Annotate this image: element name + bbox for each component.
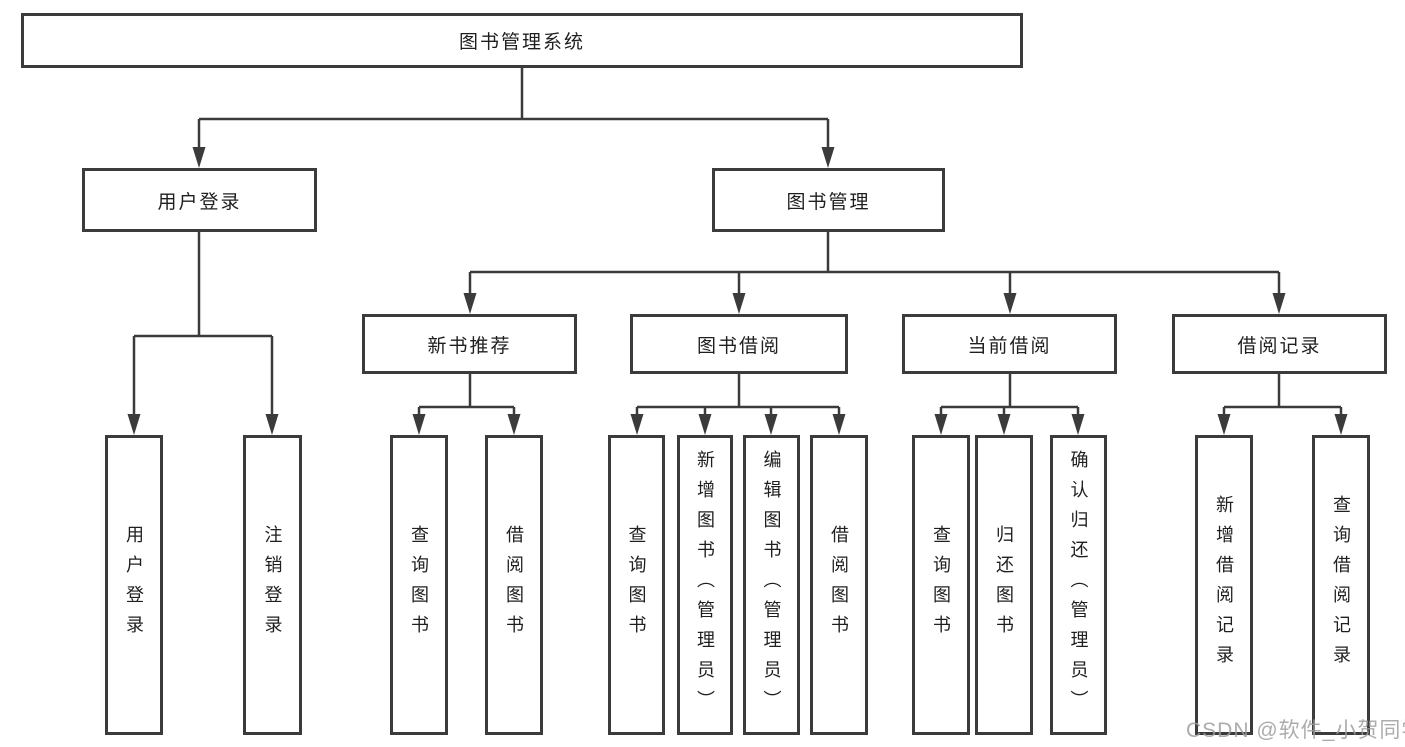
- arrowhead: [698, 414, 712, 435]
- leaf-add-borrow-record-label: 新增借阅记录: [1214, 495, 1234, 675]
- arrowhead: [1071, 414, 1085, 435]
- arrowhead: [507, 414, 521, 435]
- leaf-add-books-admin: 新增图书（管理员）: [677, 435, 733, 735]
- node-user-login: 用户登录: [82, 168, 317, 232]
- leaf-borrow-books-1-label: 借阅图书: [504, 525, 524, 645]
- leaf-add-borrow-record: 新增借阅记录: [1195, 435, 1253, 735]
- arrowhead: [1272, 293, 1286, 314]
- node-root: 图书管理系统: [21, 13, 1023, 68]
- leaf-query-borrow-record-label: 查询借阅记录: [1331, 495, 1351, 675]
- node-book-borrowing: 图书借阅: [630, 314, 848, 374]
- arrowhead: [1334, 414, 1348, 435]
- arrowhead: [732, 293, 746, 314]
- node-user-login-label: 用户登录: [157, 191, 242, 213]
- arrowhead: [1003, 293, 1017, 314]
- leaf-edit-books-admin-label: 编辑图书（管理员）: [761, 450, 782, 720]
- node-book-management-label: 图书管理: [786, 191, 871, 213]
- leaf-borrow-books-2-label: 借阅图书: [829, 525, 849, 645]
- leaf-query-books-3: 查询图书: [912, 435, 970, 735]
- node-book-borrowing-label: 图书借阅: [696, 335, 781, 357]
- leaf-logout: 注销登录: [243, 435, 302, 735]
- arrowhead: [265, 414, 279, 435]
- leaf-confirm-return-admin-label: 确认归还（管理员）: [1068, 450, 1089, 720]
- leaf-query-books-3-label: 查询图书: [931, 525, 951, 645]
- leaf-logout-label: 注销登录: [262, 525, 283, 645]
- arrowhead: [1217, 414, 1231, 435]
- arrowhead: [934, 414, 948, 435]
- leaf-return-books: 归还图书: [975, 435, 1033, 735]
- leaf-query-books-2-label: 查询图书: [626, 525, 647, 645]
- node-borrowing-records: 借阅记录: [1172, 314, 1387, 374]
- node-book-management: 图书管理: [712, 168, 945, 232]
- node-current-borrowing: 当前借阅: [902, 314, 1117, 374]
- leaf-confirm-return-admin: 确认归还（管理员）: [1050, 435, 1107, 735]
- arrowhead: [463, 293, 477, 314]
- arrowhead: [997, 414, 1011, 435]
- arrowhead: [764, 414, 778, 435]
- leaf-borrow-books-2: 借阅图书: [810, 435, 868, 735]
- leaf-edit-books-admin: 编辑图书（管理员）: [743, 435, 800, 735]
- leaf-borrow-books-1: 借阅图书: [485, 435, 543, 735]
- node-borrowing-records-label: 借阅记录: [1237, 335, 1322, 357]
- leaf-query-books-1: 查询图书: [390, 435, 448, 735]
- arrowhead: [127, 414, 141, 435]
- node-current-borrowing-label: 当前借阅: [967, 335, 1052, 357]
- csdn-watermark: CSDN @软件_小贺同学: [1186, 719, 1405, 742]
- leaf-query-books-1-label: 查询图书: [409, 525, 429, 645]
- leaf-user-login: 用户登录: [105, 435, 163, 735]
- node-new-book-recommendation-label: 新书推荐: [427, 335, 512, 357]
- arrowhead: [412, 414, 426, 435]
- arrowhead: [832, 414, 846, 435]
- arrowhead: [821, 147, 835, 168]
- arrowheads: [127, 147, 1348, 435]
- arrowhead: [630, 414, 644, 435]
- leaf-add-books-admin-label: 新增图书（管理员）: [695, 450, 715, 720]
- leaf-return-books-label: 归还图书: [994, 525, 1014, 645]
- arrowhead: [192, 147, 206, 168]
- leaf-user-login-label: 用户登录: [124, 525, 144, 645]
- leaf-query-borrow-record: 查询借阅记录: [1312, 435, 1370, 735]
- node-new-book-recommendation: 新书推荐: [362, 314, 577, 374]
- leaf-query-books-2: 查询图书: [608, 435, 665, 735]
- node-root-label: 图书管理系统: [458, 32, 585, 53]
